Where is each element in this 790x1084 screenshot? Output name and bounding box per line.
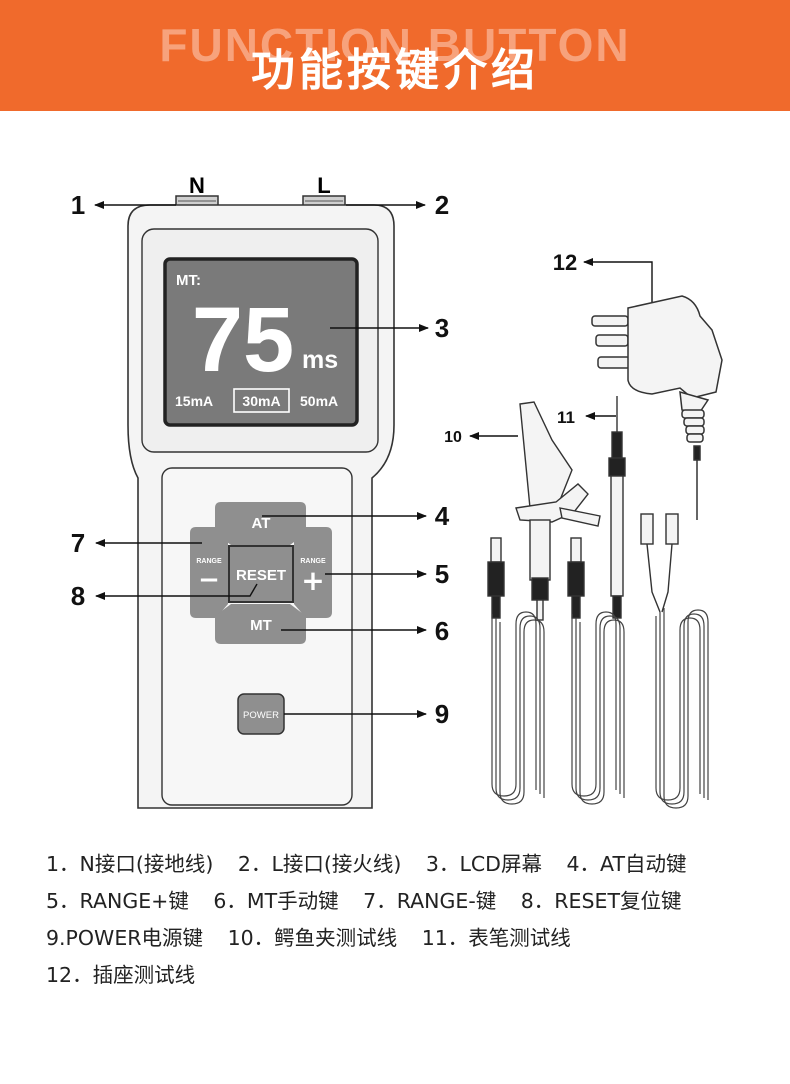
power-button[interactable]: POWER [237,693,285,735]
legend-line-2: 5．RANGE+键 6．MT手动键 7．RANGE-键 8．RESET复位键 [46,883,766,920]
callout-6: 6 [435,616,449,646]
screen-unit: ms [302,346,338,374]
callout-3: 3 [435,313,449,343]
callout-lines [94,201,653,718]
callout-7: 7 [71,528,85,558]
banner-title: 功能按键介绍 [251,45,539,96]
terminal-l-label: L [317,173,330,198]
reset-button-label: RESET [236,567,286,584]
range-minus-small-label: RANGE [196,558,222,565]
callout-8: 8 [71,581,85,611]
range-plus-button[interactable]: RANGE + [294,527,332,618]
range-plus-small-label: RANGE [300,558,326,565]
banana-plug-middle [567,537,585,619]
range-minus-button[interactable]: RANGE − [190,527,228,618]
screen-range-high: 50mA [300,393,338,409]
legend-item-4: 4．AT自动键 [566,852,687,876]
screen-mode-label: MT: [176,272,201,289]
callout-9: 9 [435,699,449,729]
legend-item-12: 12．插座测试线 [46,963,196,987]
device-diagram: N L MT: 75 ms 15mA 30mA 50mA AT RANGE − … [71,173,723,809]
screen-range-low: 15mA [175,393,213,409]
legend-item-3: 3．LCD屏幕 [425,852,542,876]
banana-plug-left [487,537,505,619]
legend-item-5: 5．RANGE+键 [46,889,189,913]
legend-item-2: 2．L接口(接火线) [237,852,402,876]
legend-line-3: 9.POWER电源键 10．鳄鱼夹测试线 11．表笔测试线 [46,920,766,957]
legend-item-9: 9.POWER电源键 [46,926,204,950]
reset-button[interactable]: RESET [228,545,294,603]
banana-plug-right-pair [640,513,679,613]
banner-english-title: FUNCTION BUTTON [159,19,631,71]
callout-12: 12 [553,250,577,275]
legend-item-11: 11．表笔测试线 [421,926,571,950]
legend-item-8: 8．RESET复位键 [520,889,682,913]
plus-icon: + [301,564,324,597]
at-button-label: AT [252,515,271,532]
screen-value: 75 [192,289,294,391]
legend-item-1: 1．N接口(接地线) [46,852,214,876]
header-banner: FUNCTION BUTTON 功能按键介绍 [0,0,790,111]
callout-11: 11 [557,408,575,427]
legend-line-4: 12．插座测试线 [46,957,766,994]
at-button[interactable]: AT [215,502,306,545]
power-button-label: POWER [243,710,279,721]
mt-button-label: MT [250,617,272,634]
alligator-clip-lead [515,401,601,621]
legend: 1．N接口(接地线) 2．L接口(接火线) 3．LCD屏幕 4．AT自动键 5．… [46,846,766,994]
minus-icon: − [198,565,220,595]
legend-item-10: 10．鳄鱼夹测试线 [227,926,398,950]
mt-button[interactable]: MT [215,604,306,644]
plug-test-lead [591,295,723,520]
callout-5: 5 [435,559,449,589]
screen-range-selected-box [233,388,290,413]
legend-item-7: 7．RANGE-键 [363,889,497,913]
callout-4: 4 [435,501,450,531]
legend-line-1: 1．N接口(接地线) 2．L接口(接火线) 3．LCD屏幕 4．AT自动键 [46,846,766,883]
callout-1: 1 [71,190,85,220]
screen-range-mid: 30mA [242,393,280,409]
terminal-n-label: N [189,173,205,198]
probe-test-lead [608,396,626,619]
legend-item-6: 6．MT手动键 [213,889,339,913]
callout-2: 2 [435,190,449,220]
coiled-wires [491,608,709,809]
callout-10: 10 [444,429,462,446]
lcd-screen [163,257,359,427]
